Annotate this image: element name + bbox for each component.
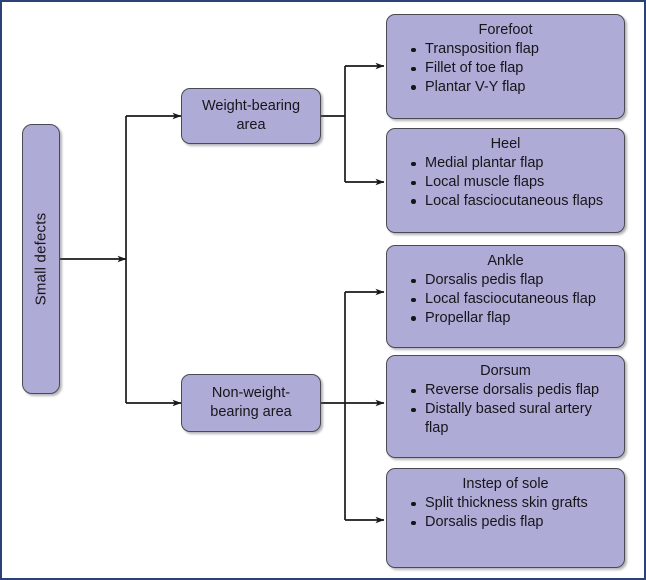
node-weight-bearing-area[interactable]: Weight-bearing area bbox=[181, 88, 321, 144]
node-dorsum-title: Dorsum bbox=[480, 363, 531, 379]
node-heel[interactable]: Heel Medial plantar flap Local muscle fl… bbox=[386, 128, 625, 233]
list-item: Dorsalis pedis flap bbox=[411, 513, 616, 532]
node-non-weight-bearing-area[interactable]: Non-weight-bearing area bbox=[181, 374, 321, 432]
node-small-defects[interactable]: Small defects bbox=[22, 124, 60, 394]
node-heel-title: Heel bbox=[490, 136, 521, 152]
node-heel-list: Medial plantar flap Local muscle flaps L… bbox=[395, 154, 616, 210]
node-dorsum-list: Reverse dorsalis pedis flap Distally bas… bbox=[395, 381, 616, 437]
node-ankle[interactable]: Ankle Dorsalis pedis flap Local fasciocu… bbox=[386, 245, 625, 348]
node-weight-bearing-area-label: Weight-bearing area bbox=[201, 98, 301, 133]
node-dorsum[interactable]: Dorsum Reverse dorsalis pedis flap Dista… bbox=[386, 355, 625, 458]
node-small-defects-label: Small defects bbox=[32, 212, 50, 306]
node-instep-of-sole-list: Split thickness skin grafts Dorsalis ped… bbox=[395, 494, 616, 531]
list-item: Local fasciocutaneous flaps bbox=[411, 192, 616, 211]
node-instep-of-sole-title: Instep of sole bbox=[462, 476, 549, 492]
list-item: Dorsalis pedis flap bbox=[411, 271, 616, 290]
list-item: Local fasciocutaneous flap bbox=[411, 290, 616, 309]
list-item: Distally based sural artery flap bbox=[411, 400, 616, 437]
node-forefoot-list: Transposition flap Fillet of toe flap Pl… bbox=[395, 40, 616, 96]
node-forefoot-title: Forefoot bbox=[478, 22, 533, 38]
node-non-weight-bearing-area-label: Non-weight-bearing area bbox=[210, 385, 292, 420]
list-item: Propellar flap bbox=[411, 309, 616, 328]
list-item: Split thickness skin grafts bbox=[411, 494, 616, 513]
node-ankle-title: Ankle bbox=[487, 253, 524, 269]
list-item: Medial plantar flap bbox=[411, 154, 616, 173]
node-forefoot[interactable]: Forefoot Transposition flap Fillet of to… bbox=[386, 14, 625, 119]
node-ankle-list: Dorsalis pedis flap Local fasciocutaneou… bbox=[395, 271, 616, 327]
node-instep-of-sole[interactable]: Instep of sole Split thickness skin graf… bbox=[386, 468, 625, 568]
list-item: Local muscle flaps bbox=[411, 173, 616, 192]
list-item: Transposition flap bbox=[411, 40, 616, 59]
list-item: Plantar V-Y flap bbox=[411, 78, 616, 97]
list-item: Fillet of toe flap bbox=[411, 59, 616, 78]
list-item: Reverse dorsalis pedis flap bbox=[411, 381, 616, 400]
